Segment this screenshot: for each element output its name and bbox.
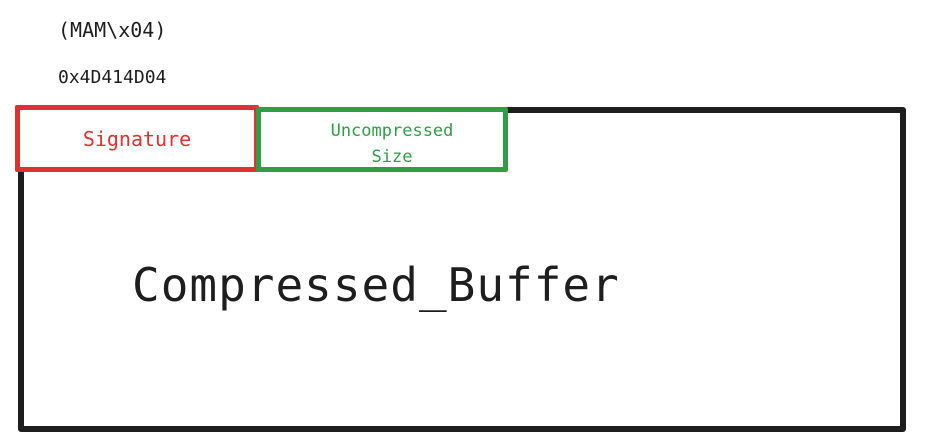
signature-hex-annotation: 0x4D414D04 [58, 67, 167, 88]
signature-field-box: Signature [15, 105, 259, 172]
signature-field-label: Signature [82, 126, 192, 151]
uncompressed-size-field-label: Uncompressed Size [330, 121, 454, 167]
compressed-buffer-label: Compressed_Buffer [132, 258, 620, 312]
uncompressed-size-field-box: Uncompressed Size [256, 107, 508, 172]
signature-ascii-annotation: (MAM\x04) [58, 18, 167, 42]
